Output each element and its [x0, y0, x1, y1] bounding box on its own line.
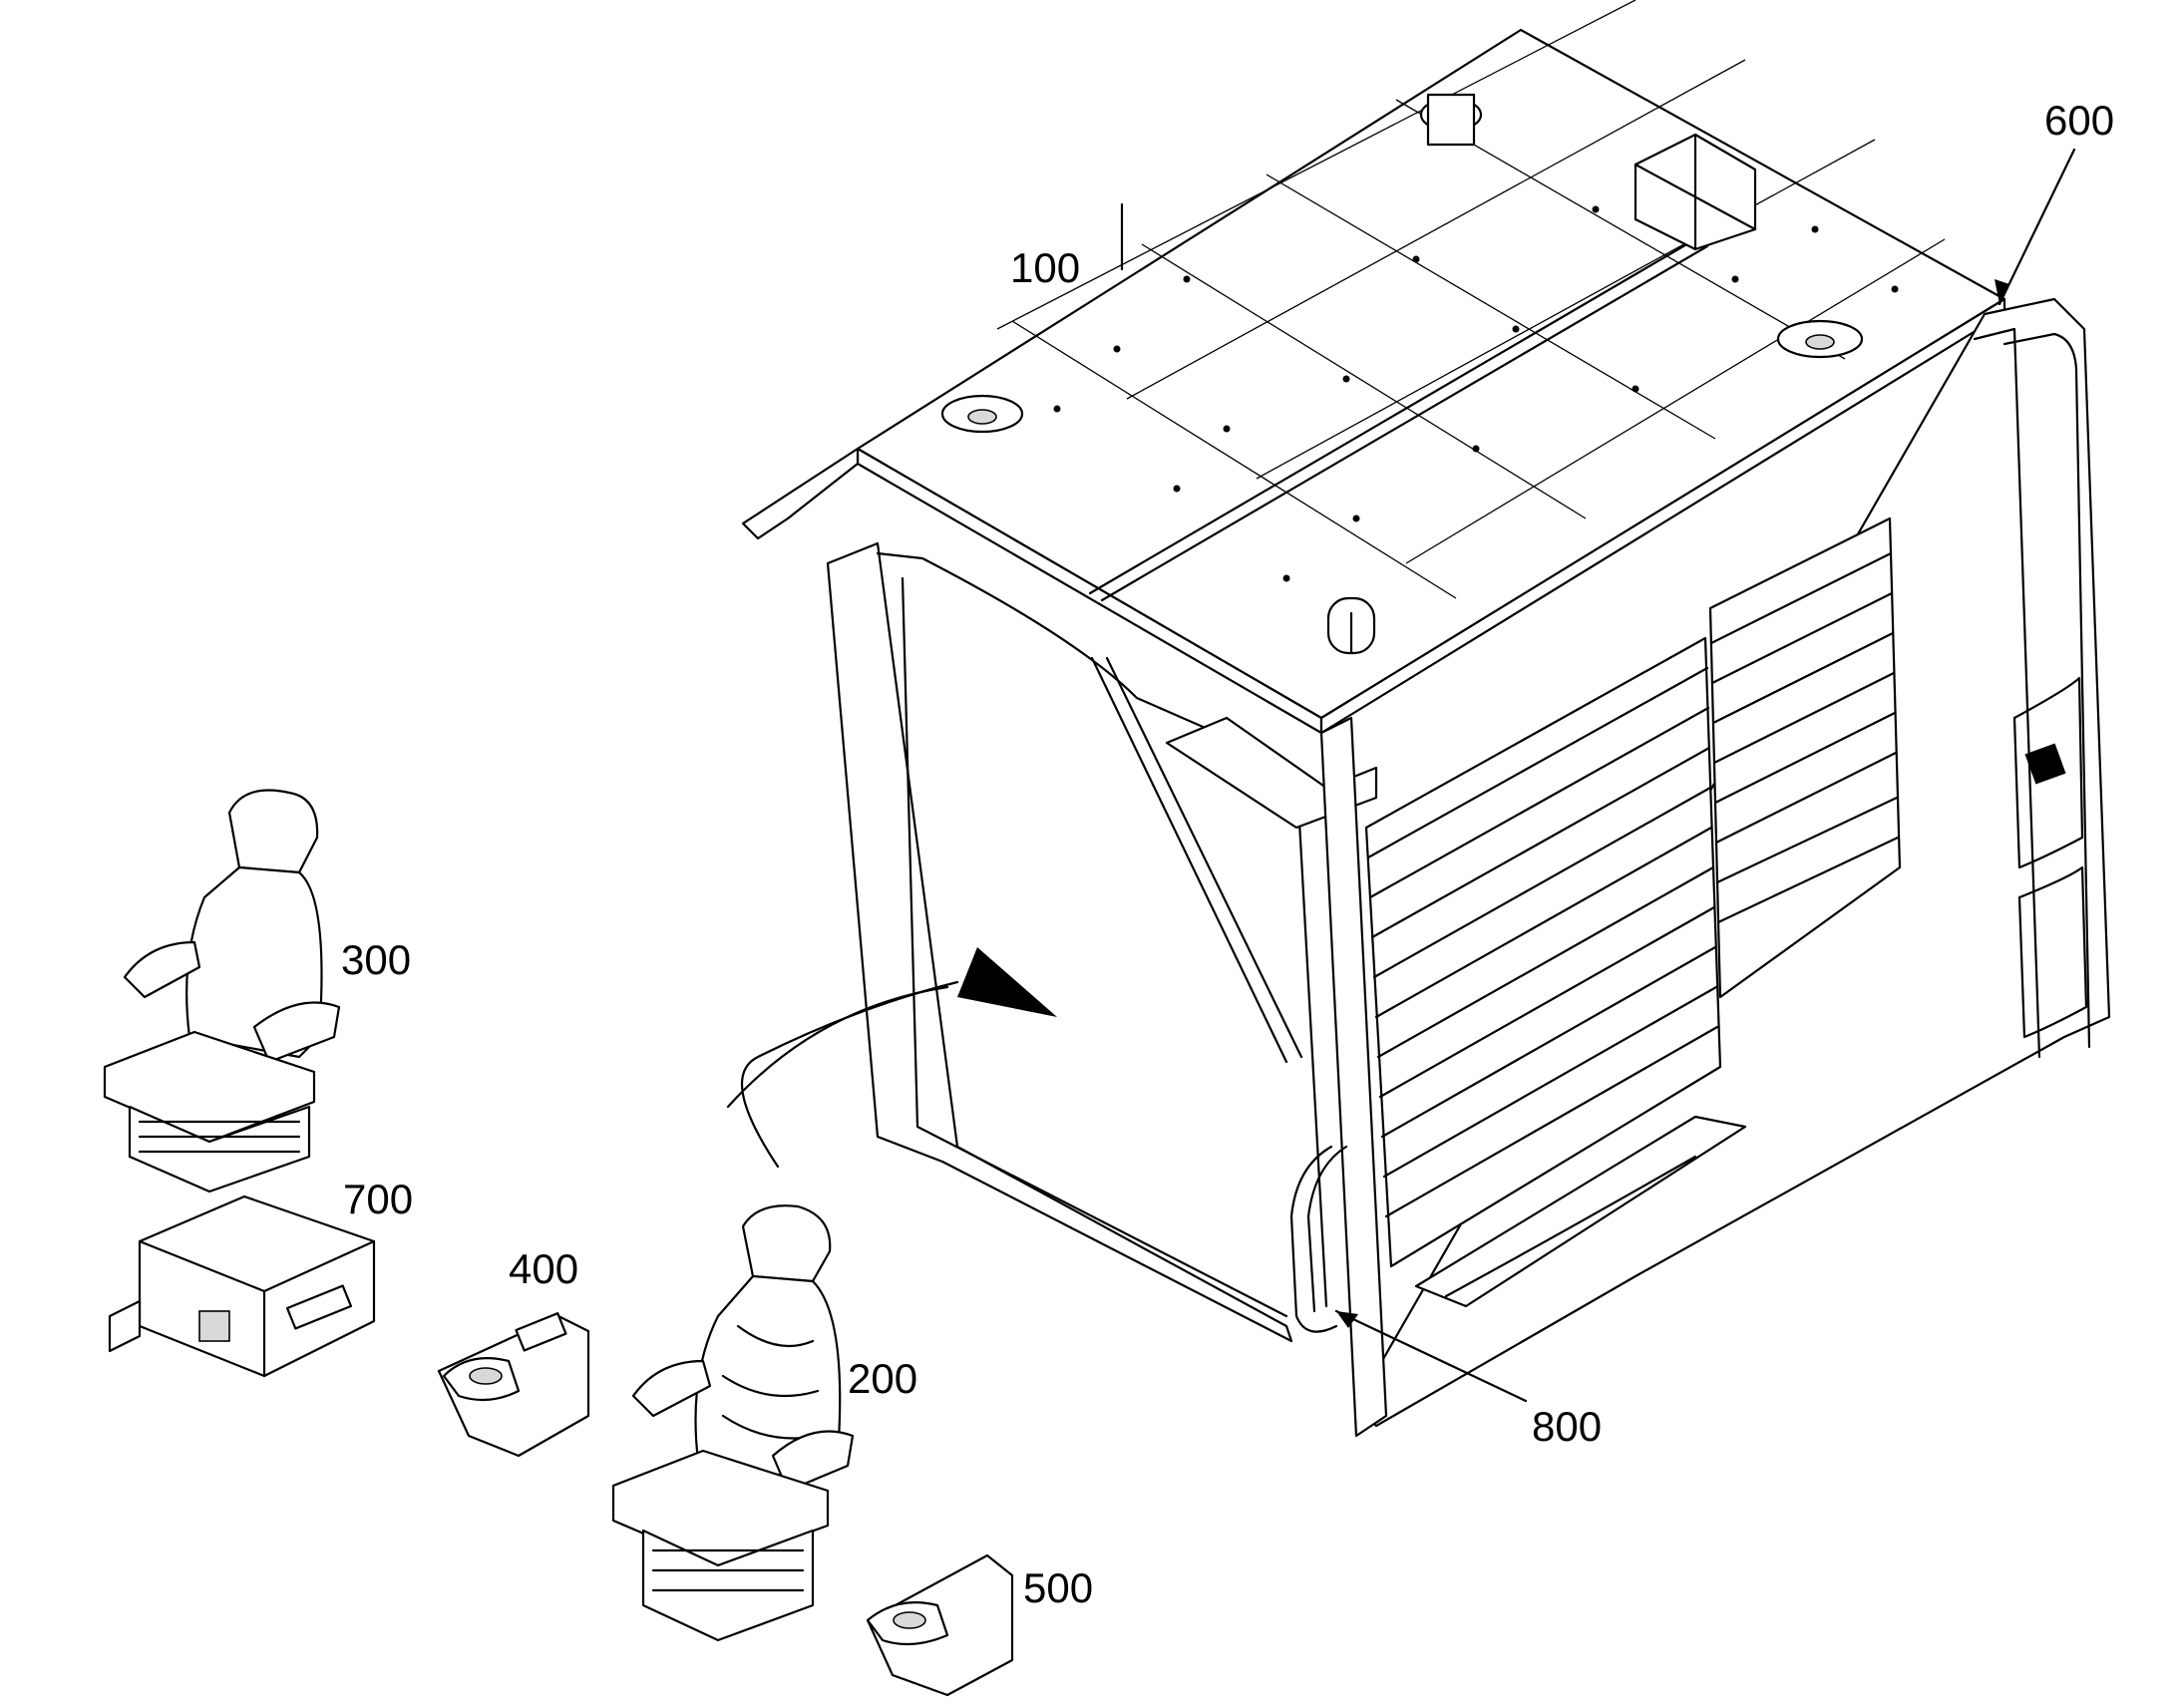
seat-200-armrest-right [771, 1430, 855, 1493]
label-400: 400 [509, 1245, 579, 1292]
front-right-pillar [1319, 716, 1388, 1438]
label-500: 500 [1023, 1564, 1094, 1611]
cab-assembly [726, 0, 2111, 1438]
console-400 [437, 1312, 590, 1458]
lower-sill [1414, 1115, 1747, 1308]
roof-lip-left [741, 447, 860, 540]
seat-200 [611, 1204, 855, 1642]
side-decal [2024, 743, 2066, 785]
seat-300 [103, 789, 341, 1194]
left-pillar [826, 541, 1293, 1343]
roof-mount-top-block [1426, 93, 1476, 147]
seat-200-base [641, 1529, 815, 1642]
grab-handle [1289, 1145, 1338, 1333]
louver-vent-small [1708, 516, 1902, 999]
box-700-bracket [108, 1299, 142, 1353]
box-700-display [285, 1284, 353, 1330]
roof-grid [996, 0, 1946, 599]
seat-200-cushion [611, 1449, 830, 1567]
entry-arrow-head [957, 947, 1057, 1017]
label-700: 700 [343, 1176, 414, 1222]
label-800: 800 [1532, 1403, 1603, 1450]
louver-vent-large [1364, 636, 1722, 1268]
seat-300-armrest-left [123, 940, 201, 999]
label-200: 200 [848, 1355, 918, 1402]
console-500 [866, 1553, 1014, 1697]
leader-600 [1998, 148, 2076, 306]
seat-200-headrest [741, 1204, 832, 1283]
label-600: 600 [2044, 97, 2115, 144]
seat-300-armrest-right [252, 1001, 341, 1064]
seat-300-headrest [227, 789, 319, 874]
seat-300-cushion [103, 1030, 316, 1144]
seat-300-base [128, 1105, 311, 1194]
leader-lines [1334, 148, 2076, 1403]
label-300: 300 [341, 936, 412, 983]
left-window-frame [876, 551, 1328, 1308]
leader-800 [1334, 1309, 1528, 1403]
label-100: 100 [1010, 244, 1081, 291]
roof-rivets [1053, 205, 1899, 582]
box-700 [108, 1195, 376, 1378]
seat-200-armrest-left [631, 1359, 712, 1418]
